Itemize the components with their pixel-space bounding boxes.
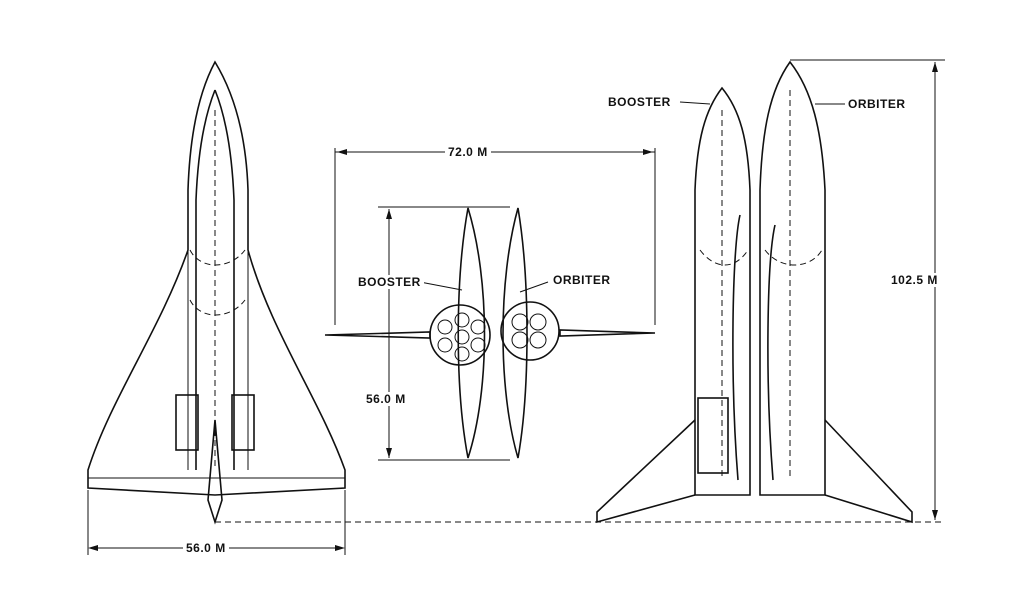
- plan-view-vehicle: [87, 60, 346, 555]
- orbiter-label-mid: ORBITER: [550, 273, 614, 287]
- booster-label-mid: BOOSTER: [355, 275, 424, 289]
- orbiter-label-right: ORBITER: [845, 97, 909, 111]
- side-view-vehicle: [215, 59, 945, 524]
- span-top-dimension: 72.0 M: [445, 145, 491, 159]
- booster-label-right: BOOSTER: [605, 95, 674, 109]
- mid-height-dimension: 56.0 M: [363, 392, 409, 406]
- height-dimension: 102.5 M: [888, 273, 941, 287]
- span-bottom-dimension: 56.0 M: [183, 541, 229, 555]
- end-view-vehicle: [324, 148, 656, 461]
